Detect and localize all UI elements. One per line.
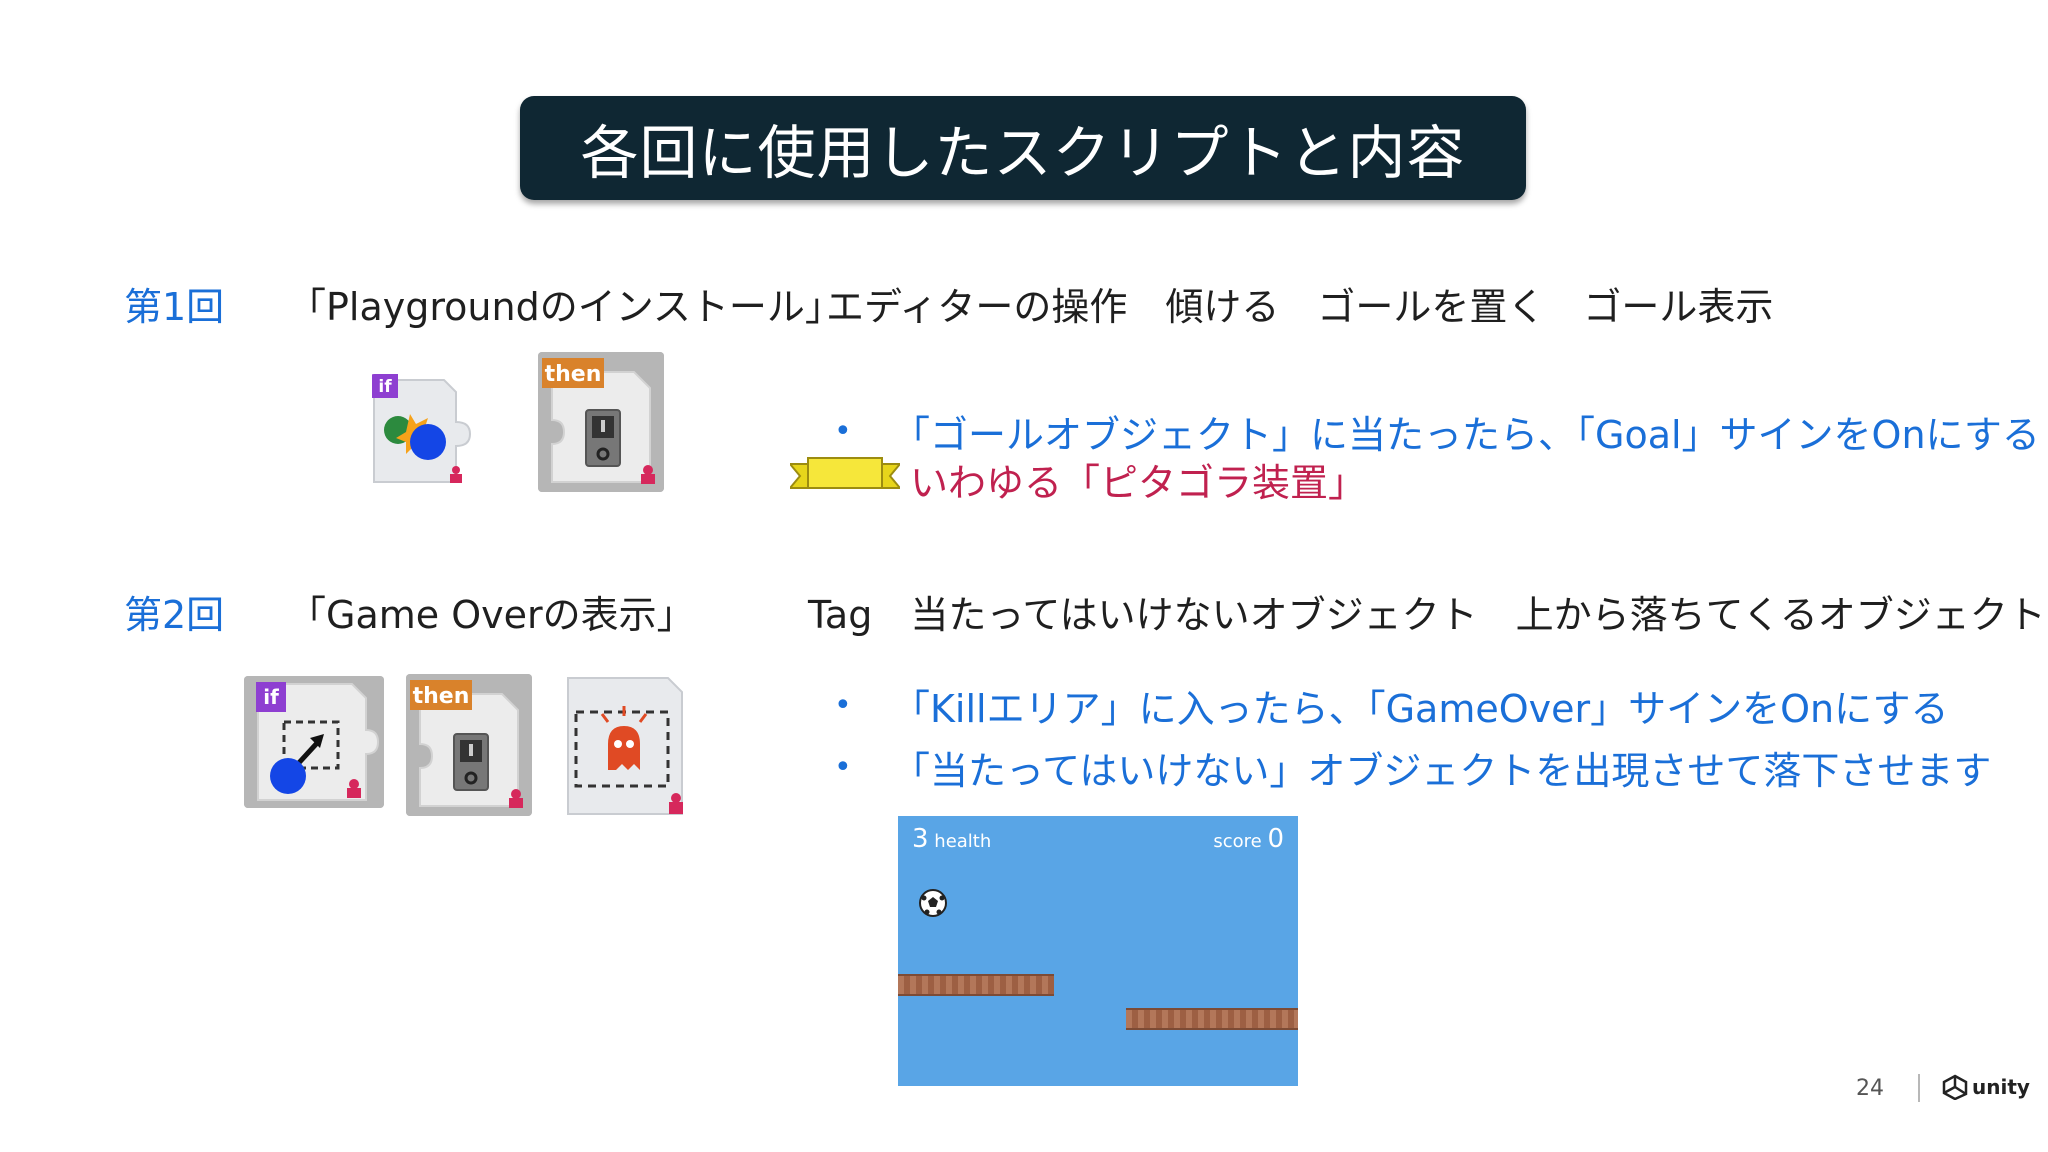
bullet-marker: •	[834, 414, 852, 449]
unity-wordmark: unity	[1972, 1075, 2030, 1099]
bullet-text: 「ゴールオブジェクト」に当たったら、「Goal」サインをOnにする	[892, 413, 2040, 457]
if-area-tile: if	[244, 676, 384, 808]
slide-title-bar: 各回に使用したスクリプトと内容	[520, 96, 1526, 200]
platform-right	[1126, 1008, 1298, 1030]
session-1-project-title: 「Playgroundのインストール」	[288, 285, 843, 329]
game-preview: 3 health score 0	[898, 816, 1298, 1086]
session-2-bullet-2: • 「当たってはいけない」オブジェクトを出現させて落下させます	[834, 740, 1991, 795]
footer-divider	[1918, 1074, 1920, 1102]
soccer-ball-icon	[918, 888, 948, 918]
switch-action-icon: then	[538, 352, 664, 492]
session-1-bullet: • 「ゴールオブジェクト」に当たったら、「Goal」サインをOnにする	[834, 404, 2040, 459]
session-2-bullet-1: • 「Killエリア」に入ったら、「GameOver」サインをOnにする	[834, 678, 1949, 733]
session-2-project-title: 「Game Overの表示」	[288, 593, 695, 637]
bullet-text: 「当たってはいけない」オブジェクトを出現させて落下させます	[892, 749, 1992, 793]
then-badge: then	[413, 684, 470, 709]
session-1-topics: エディターの操作 傾ける ゴールを置く ゴール表示	[826, 285, 1774, 329]
spawn-enemy-icon	[567, 677, 683, 815]
then-switch-tile-2: then	[406, 674, 532, 816]
health-value: 3	[912, 824, 929, 854]
slide-title: 各回に使用したスクリプトと内容	[580, 119, 1466, 187]
session-1-note: いわゆる「ピタゴラ装置」	[910, 461, 1367, 505]
score-display: score 0	[1213, 824, 1284, 854]
collision-condition-icon: if	[372, 374, 472, 483]
bullet-text: 「Killエリア」に入ったら、「GameOver」サインをOnにする	[892, 687, 1949, 731]
health-label: health	[934, 831, 992, 852]
score-label: score	[1213, 831, 1262, 852]
unity-cube-icon	[1942, 1074, 1968, 1100]
then-switch-tile: then	[538, 352, 664, 492]
unity-logo: unity	[1942, 1074, 2030, 1100]
if-collision-tile: if	[370, 374, 478, 486]
if-badge: if	[378, 377, 392, 397]
bullet-marker: •	[834, 688, 852, 723]
if-badge: if	[263, 685, 279, 709]
session-2-label: 第2回	[124, 593, 225, 637]
session-1-label: 第1回	[124, 285, 225, 329]
session-2-topics: Tag 当たってはいけないオブジェクト 上から落ちてくるオブジェクト	[808, 593, 2046, 637]
bullet-marker: •	[834, 750, 852, 785]
platform-left	[898, 974, 1054, 996]
switch-action-icon: then	[406, 674, 532, 816]
then-badge: then	[545, 362, 602, 387]
score-value: 0	[1267, 824, 1284, 854]
area-enter-condition-icon: if	[244, 676, 384, 808]
spawn-tile	[564, 674, 694, 820]
health-display: 3 health	[912, 824, 991, 854]
page-number: 24	[1856, 1076, 1884, 1101]
ribbon-icon	[787, 454, 903, 496]
